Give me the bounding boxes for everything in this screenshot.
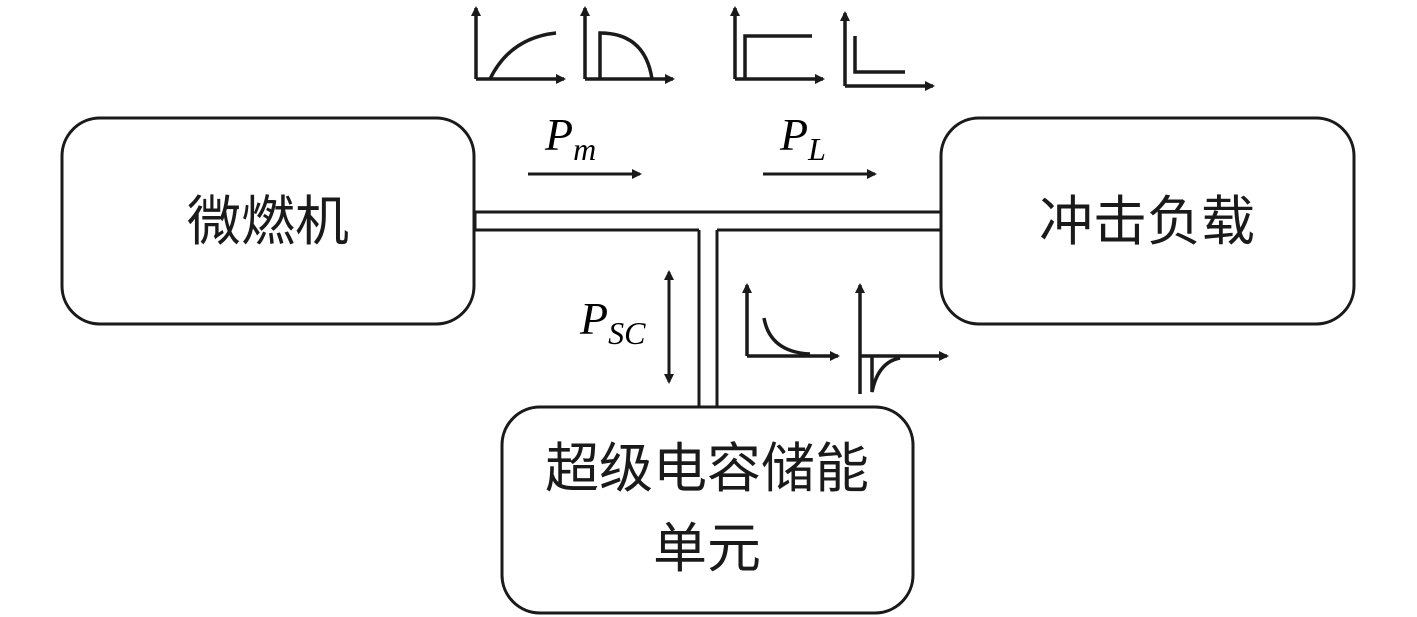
step-down-waveform-icon — [840, 11, 935, 91]
impact-load-block: 冲击负载 — [939, 116, 1356, 326]
pulse-step-waveform-icon — [730, 6, 825, 84]
micro-turbine-label: 微燃机 — [187, 190, 349, 253]
impact-load-label: 冲击负载 — [1039, 190, 1255, 253]
supercap-branch-bus — [697, 230, 719, 407]
micro-turbine-block: 微燃机 — [60, 116, 476, 326]
supercap-label-line1: 超级电容储能 — [545, 437, 869, 500]
main-bus — [473, 210, 941, 232]
quarter-circle-fall-waveform-icon — [580, 6, 675, 84]
supercap-storage-block: 超级电容储能 单元 — [500, 405, 915, 615]
pm-label: Pm — [544, 109, 596, 167]
supercap-label-line2: 单元 — [653, 517, 761, 580]
psc-label: PSC — [579, 293, 646, 351]
rising-curve-waveform-icon — [471, 6, 566, 84]
exponential-decay-waveform-icon — [742, 283, 840, 361]
negative-spike-waveform-icon — [855, 283, 949, 394]
pl-label: PL — [779, 109, 826, 167]
